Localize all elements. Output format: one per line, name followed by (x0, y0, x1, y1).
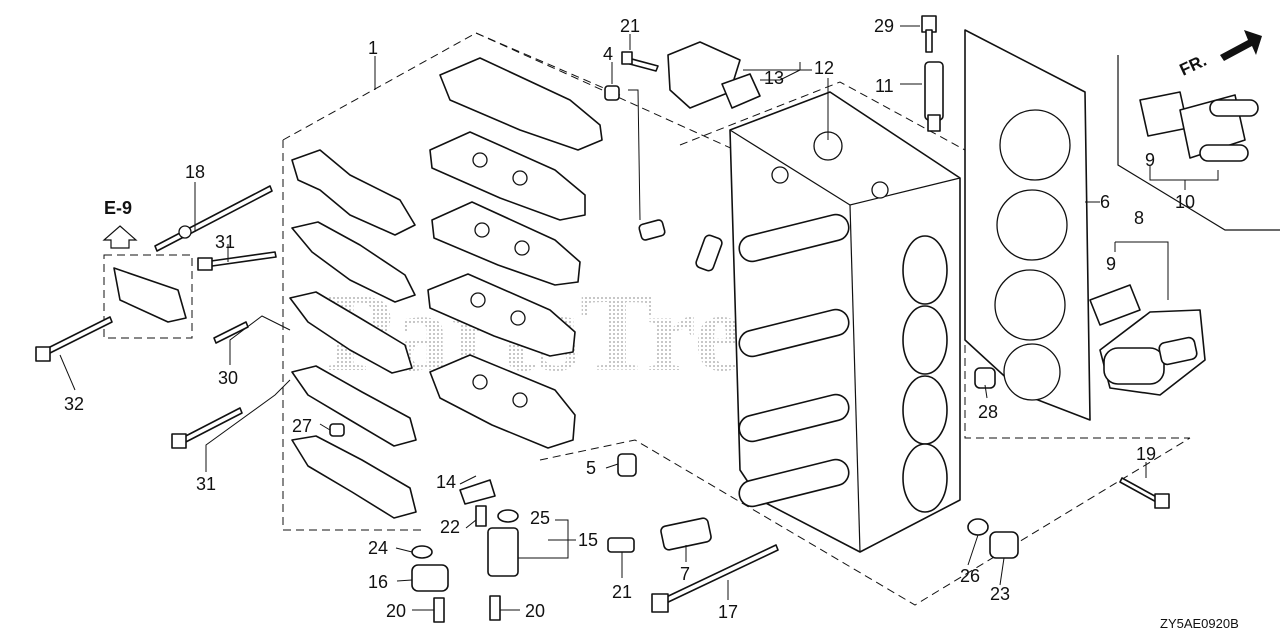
callout-26: 26 (960, 566, 980, 586)
stud-17 (651, 544, 779, 613)
callout-labels: 1 4 21 12 13 29 11 18 31 30 32 27 31 6 8… (64, 16, 1195, 622)
bolt-20-left (433, 597, 445, 623)
callout-29: 29 (874, 16, 894, 36)
inset-parts (1139, 91, 1259, 162)
callout-21-upper: 21 (620, 16, 640, 36)
callout-25: 25 (530, 508, 550, 528)
rocker-arm-set-left (289, 149, 417, 519)
gasket-9-lower (1089, 284, 1141, 326)
callout-32: 32 (64, 394, 84, 414)
cap-16 (411, 564, 449, 592)
spring-7 (660, 517, 712, 551)
bolt-20-right (489, 595, 501, 621)
bolt-32 (35, 316, 113, 362)
bolt-18 (154, 185, 273, 252)
callout-22: 22 (440, 517, 460, 537)
bolt-29 (921, 15, 937, 53)
callout-10: 10 (1175, 192, 1195, 212)
callout-28: 28 (978, 402, 998, 422)
washer-25 (497, 509, 519, 523)
callout-24: 24 (368, 538, 388, 558)
bolt-21-lower (607, 537, 635, 553)
leader-lines (59, 25, 1219, 611)
plug-4 (604, 85, 620, 101)
callout-31-upper: 31 (215, 232, 235, 252)
callout-20-left: 20 (386, 601, 406, 621)
head-gasket (964, 29, 1091, 421)
drawing-code: ZY5AE0920B (1160, 616, 1239, 631)
callout-19: 19 (1136, 444, 1156, 464)
callout-30: 30 (218, 368, 238, 388)
chain-guide-part (113, 267, 187, 323)
callout-4: 4 (603, 44, 613, 64)
callout-23: 23 (990, 584, 1010, 604)
plug-5 (617, 453, 637, 477)
front-arrow-icon (1220, 30, 1262, 61)
inset-frame (1117, 55, 1280, 231)
callout-27: 27 (292, 416, 312, 436)
front-direction-label: FR. (1177, 51, 1210, 80)
callout-9-lower: 9 (1106, 254, 1116, 274)
callout-1: 1 (368, 38, 378, 58)
bolt-21-upper (621, 51, 659, 72)
bolt-31-upper (197, 251, 277, 271)
bracket-14 (459, 479, 496, 505)
callout-20-right: 20 (525, 601, 545, 621)
bolt-31-lower (171, 407, 243, 449)
dowel-27 (329, 423, 345, 437)
vtec-solenoid-8 (1099, 309, 1206, 396)
washer-24 (411, 545, 433, 559)
callout-17: 17 (718, 602, 738, 622)
callout-14: 14 (436, 472, 456, 492)
plug-23 (989, 531, 1019, 559)
callout-31-lower: 31 (196, 474, 216, 494)
callout-9-inset: 9 (1145, 150, 1155, 170)
rocker-arm-set-right (427, 57, 603, 449)
callout-15: 15 (578, 530, 598, 550)
bolt-19 (1119, 477, 1170, 509)
ref-box (103, 254, 193, 339)
callout-11: 11 (875, 76, 894, 96)
valve-stem-parts (638, 219, 723, 272)
callout-21-lower: 21 (612, 582, 632, 602)
callout-7: 7 (680, 564, 690, 584)
callout-12: 12 (814, 58, 834, 78)
callout-5: 5 (586, 458, 596, 478)
washer-26 (967, 518, 989, 536)
callout-13: 13 (764, 68, 784, 88)
callout-6: 6 (1100, 192, 1110, 212)
cylinder-head (729, 91, 961, 553)
bolt-22 (475, 505, 487, 527)
sensor-11 (924, 61, 944, 132)
callout-8: 8 (1134, 208, 1144, 228)
callout-18: 18 (185, 162, 205, 182)
section-ref-label: E-9 (104, 198, 132, 218)
callout-16: 16 (368, 572, 388, 592)
up-arrow-icon (102, 225, 138, 249)
sensor-15 (487, 527, 519, 577)
gasket-13 (721, 73, 761, 109)
